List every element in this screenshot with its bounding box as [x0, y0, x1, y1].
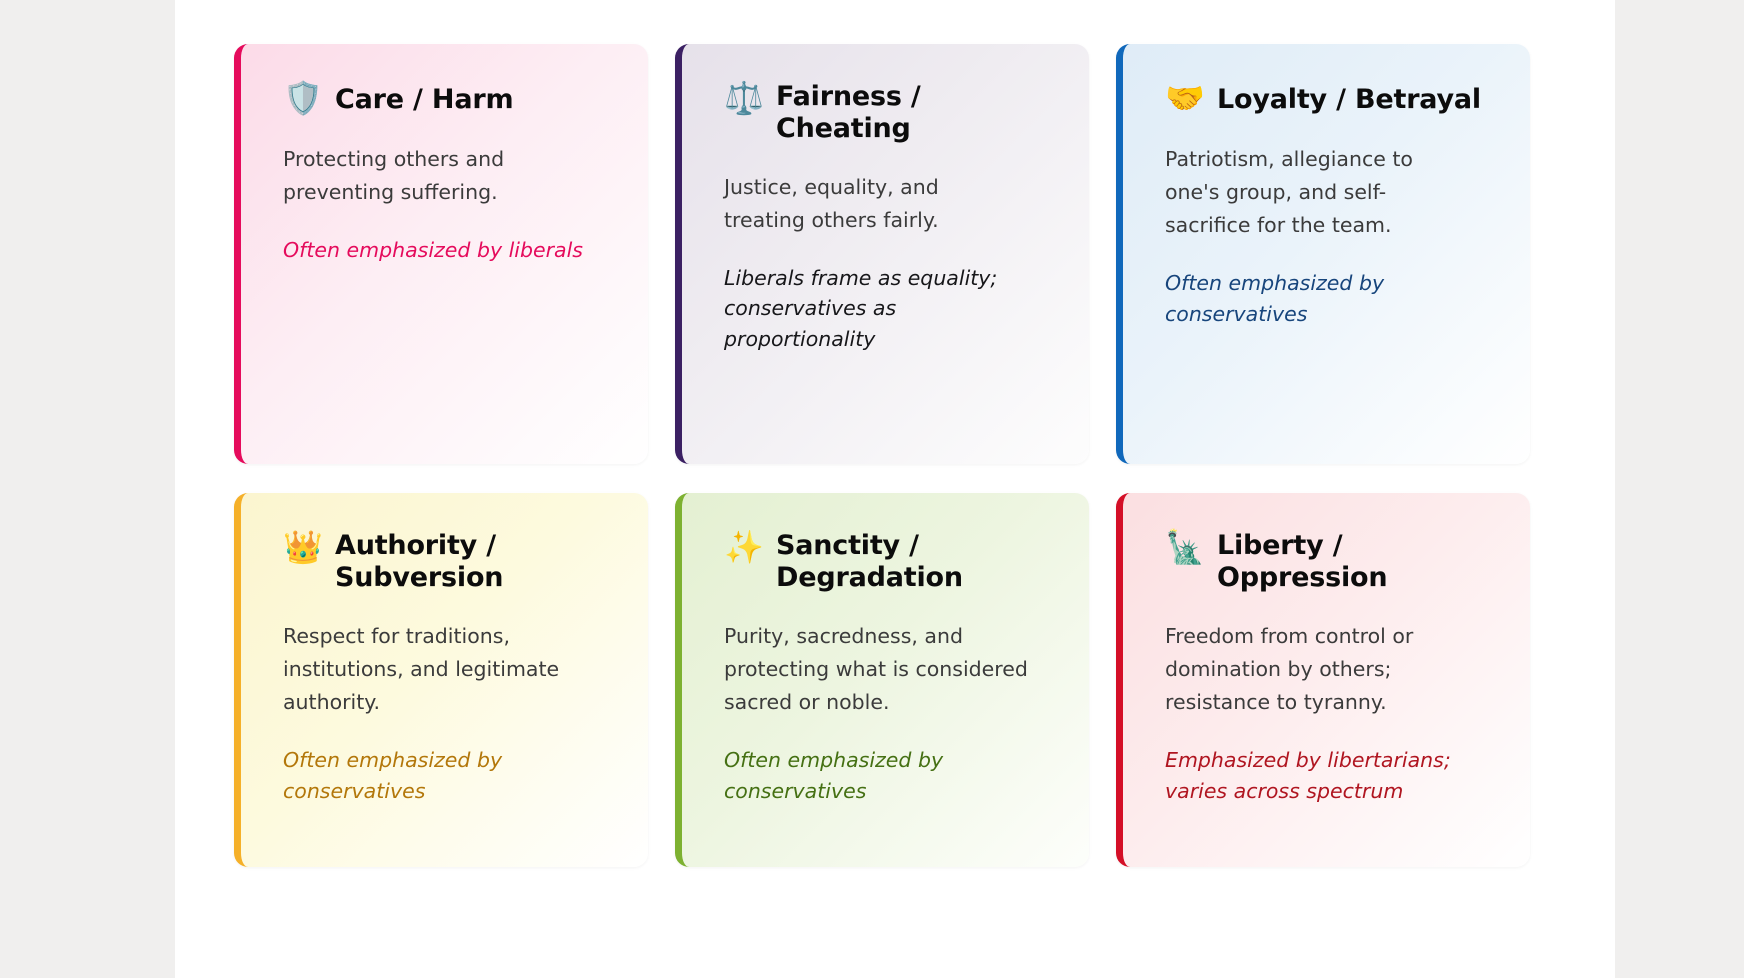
card-description: Respect for traditions, institutions, an…: [283, 623, 560, 715]
card-sanctity-degradation[interactable]: ✨ Sanctity / Degradation Purity, sacredn…: [675, 493, 1089, 867]
card-care-harm[interactable]: 🛡️ Care / Harm Protecting others and pre…: [234, 44, 648, 464]
card-note: Often emphasized by conservatives: [283, 748, 503, 803]
card-fairness-cheating[interactable]: ⚖️ Fairness / Cheating Justice, equality…: [675, 44, 1089, 464]
sparkles-icon: ✨: [724, 528, 764, 566]
handshake-icon: 🤝: [1165, 79, 1205, 117]
card-header: 🛡️ Care / Harm: [283, 80, 606, 117]
card-title: Sanctity / Degradation: [776, 530, 963, 593]
card-title: Liberty / Oppression: [1217, 530, 1388, 593]
content-panel: 🛡️ Care / Harm Protecting others and pre…: [175, 0, 1615, 978]
card-header: 🤝 Loyalty / Betrayal: [1165, 80, 1488, 117]
balance-scale-icon: ⚖️: [724, 79, 764, 117]
card-note: Liberals frame as equality; conservative…: [724, 266, 998, 351]
statue-of-liberty-icon: 🗽: [1165, 528, 1205, 566]
card-header: ✨ Sanctity / Degradation: [724, 529, 1047, 594]
card-description: Patriotism, allegiance to one's group, a…: [1165, 146, 1413, 238]
card-note: Often emphasized by conservatives: [1165, 271, 1385, 326]
card-title: Loyalty / Betrayal: [1217, 84, 1481, 115]
card-header: 🗽 Liberty / Oppression: [1165, 529, 1488, 594]
card-note: Often emphasized by conservatives: [724, 748, 944, 803]
card-liberty-oppression[interactable]: 🗽 Liberty / Oppression Freedom from cont…: [1116, 493, 1530, 867]
card-loyalty-betrayal[interactable]: 🤝 Loyalty / Betrayal Patriotism, allegia…: [1116, 44, 1530, 464]
card-title: Fairness / Cheating: [776, 81, 921, 144]
card-description: Freedom from control or domination by ot…: [1165, 623, 1414, 715]
card-header: 👑 Authority / Subversion: [283, 529, 606, 594]
card-header: ⚖️ Fairness / Cheating: [724, 80, 1047, 145]
card-note: Emphasized by libertarians; varies acros…: [1165, 748, 1451, 803]
card-authority-subversion[interactable]: 👑 Authority / Subversion Respect for tra…: [234, 493, 648, 867]
card-description: Protecting others and preventing sufferi…: [283, 146, 505, 204]
card-description: Purity, sacredness, and protecting what …: [724, 623, 1028, 715]
card-title: Care / Harm: [335, 84, 514, 115]
shield-icon: 🛡️: [283, 79, 323, 117]
crown-icon: 👑: [283, 528, 323, 566]
card-note: Often emphasized by liberals: [283, 238, 583, 263]
card-title: Authority / Subversion: [335, 530, 504, 593]
moral-foundations-grid: 🛡️ Care / Harm Protecting others and pre…: [234, 44, 1560, 867]
card-description: Justice, equality, and treating others f…: [724, 174, 939, 232]
